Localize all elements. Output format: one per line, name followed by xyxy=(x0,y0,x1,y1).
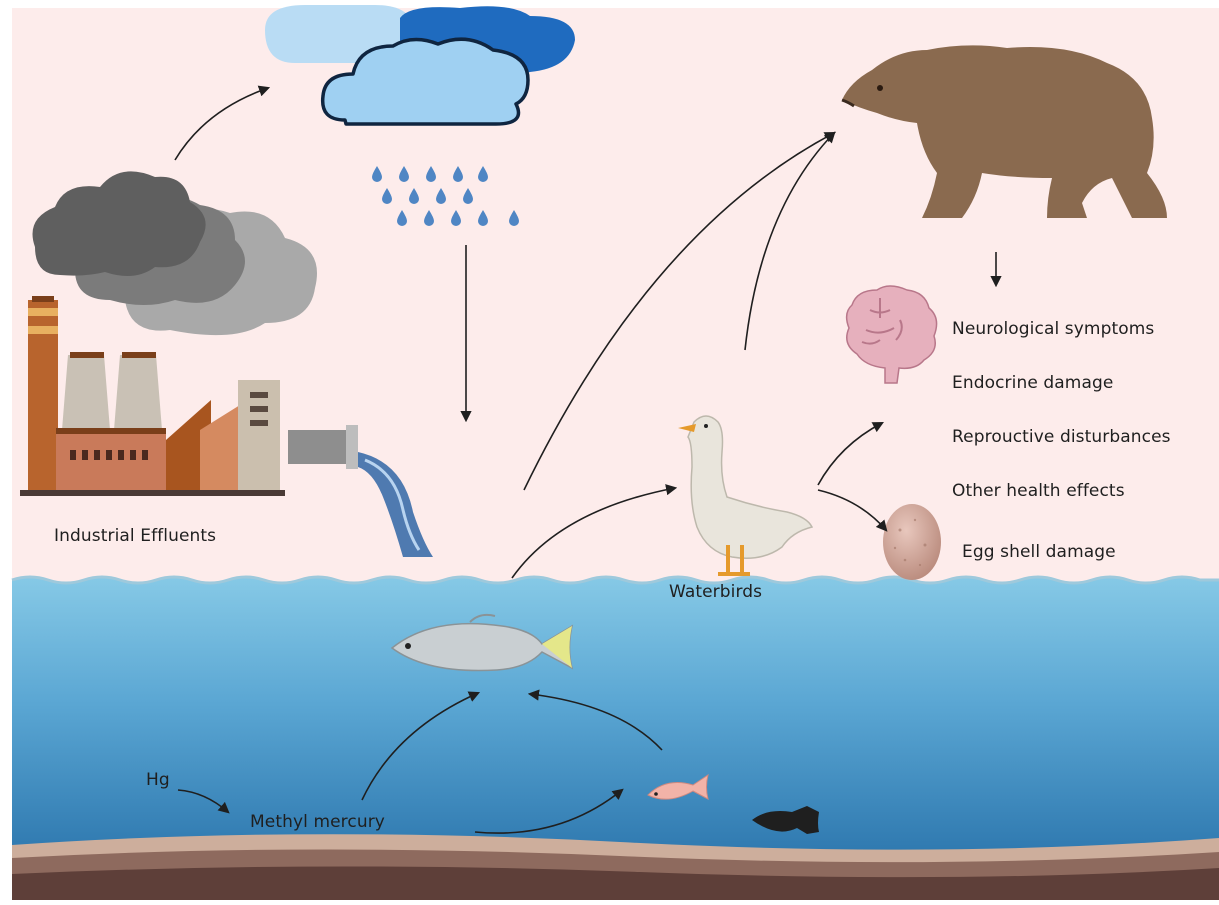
effect-item: Endocrine damage xyxy=(952,373,1113,393)
label-methyl-mercury: Methyl mercury xyxy=(250,812,385,832)
label-egg-shell-damage: Egg shell damage xyxy=(962,542,1116,562)
label-industrial-effluents: Industrial Effluents xyxy=(54,526,216,546)
egg-icon xyxy=(883,504,941,580)
label-waterbirds: Waterbirds xyxy=(669,582,762,602)
label-hg: Hg xyxy=(146,770,170,790)
effect-item: Neurological symptoms xyxy=(952,319,1154,339)
effect-item: Other health effects xyxy=(952,481,1125,501)
water-body xyxy=(12,577,1219,860)
effect-item: Reprouctive disturbances xyxy=(952,427,1171,447)
